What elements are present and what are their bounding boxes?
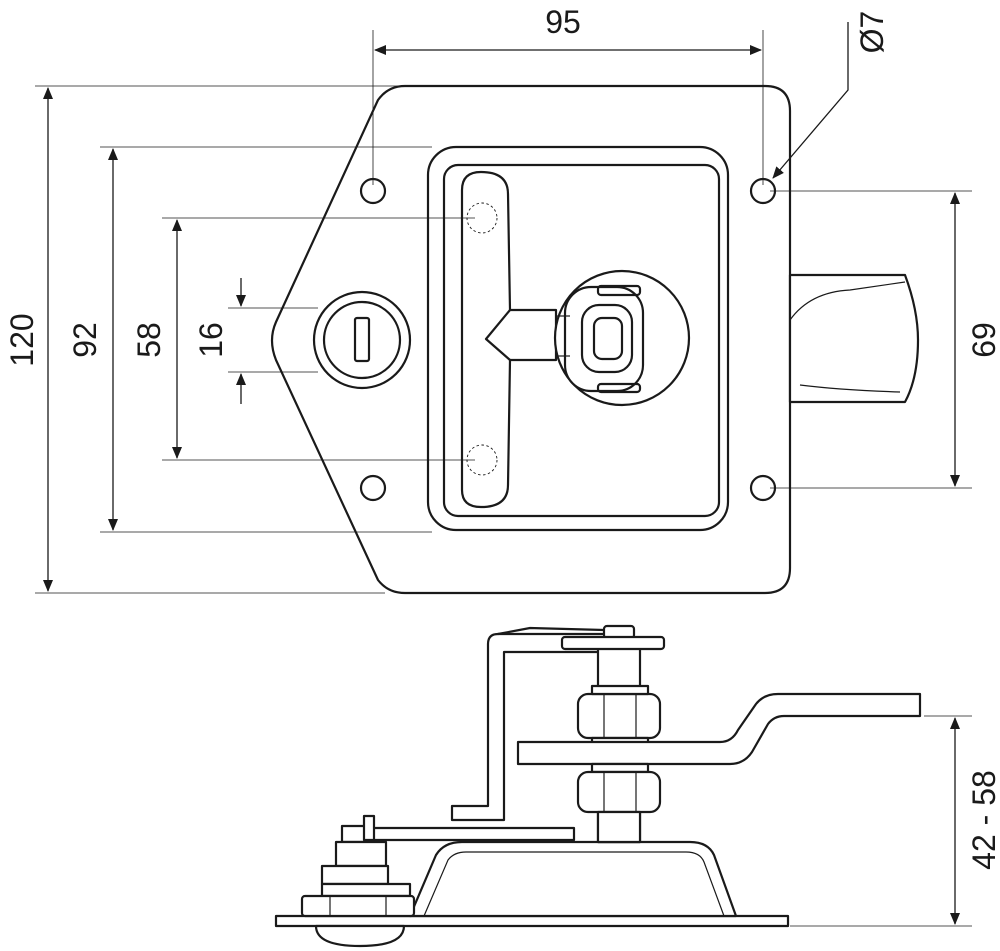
side-lower-nut [576,762,662,844]
mounting-plate [270,84,792,595]
handle-notch [484,308,512,362]
recessed-pan-inner [442,163,721,518]
t-handle [460,170,558,509]
recessed-pan-outer [426,145,730,532]
dim-label-hole-diameter: Ø7 [854,11,890,54]
side-base-plate [274,914,790,928]
dim-label-handle-span: 58 [131,322,167,358]
latch-bolt-bevel [789,281,906,321]
leader-hole-diameter [772,22,849,179]
mounting-hole-bottom-left [359,474,387,502]
side-top-washer [560,635,666,651]
side-cam-bracket [450,632,608,822]
dim-label-lock-width: 16 [193,322,229,358]
side-lock-plate [370,826,576,842]
dim-label-height-total: 120 [4,313,40,366]
side-view: 42 - 58 [274,624,1000,948]
extension-lines [35,30,972,594]
side-lock-cylinder [300,814,416,948]
rotating-hub [553,269,691,407]
front-view: 95 Ø7 120 92 58 16 69 [4,4,1000,595]
dim-label-adjust-range: 42 - 58 [966,770,1000,870]
side-latch-arm [516,692,922,766]
key-lock-cylinder [312,290,412,390]
latch-bolt [788,273,920,404]
side-pan-body [408,840,738,918]
dim-label-width-top: 95 [545,4,581,40]
side-upper-nut [576,684,662,746]
dim-label-height-inner: 92 [67,322,103,358]
dim-label-hole-spacing: 69 [966,322,1000,358]
